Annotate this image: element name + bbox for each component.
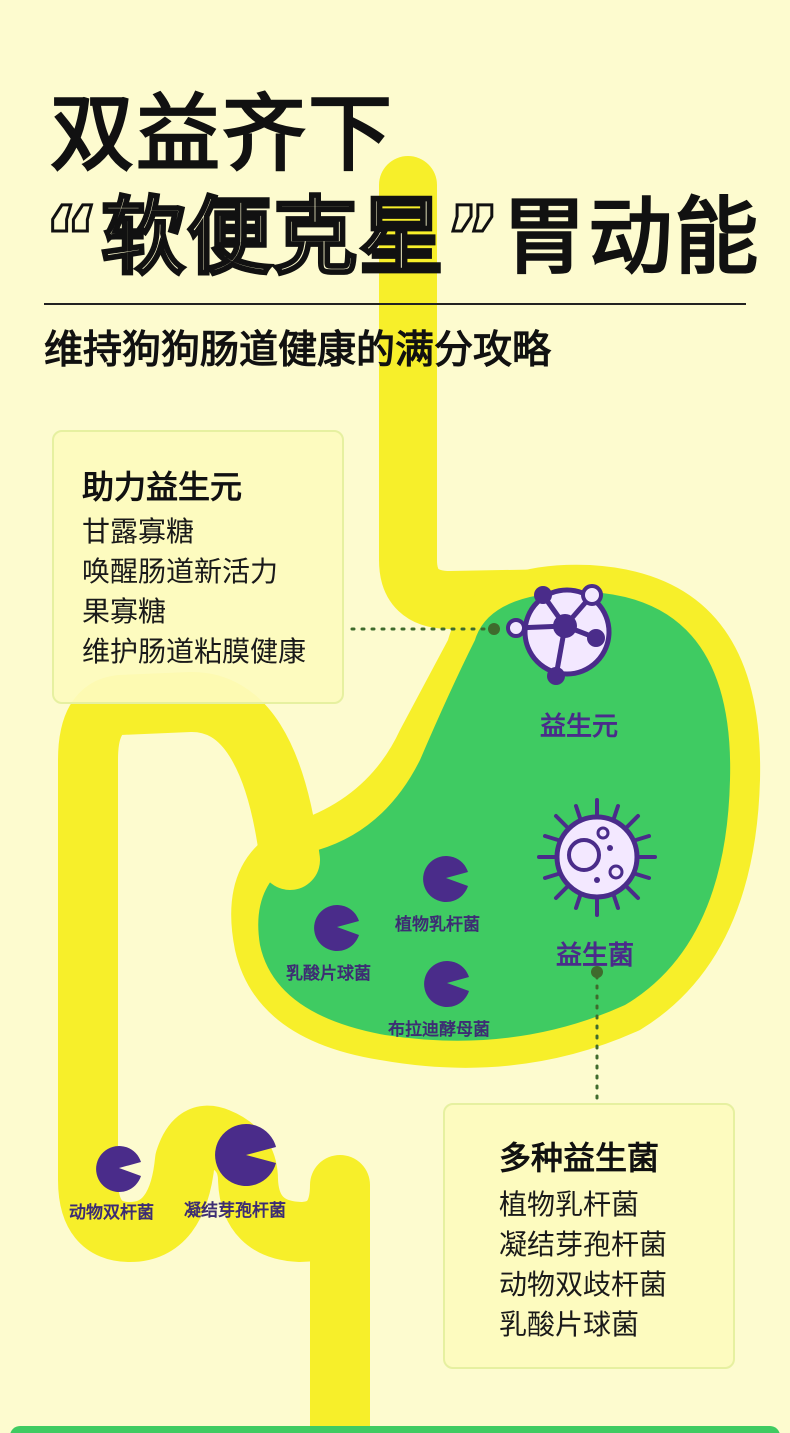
prebiotic-card: 助力益生元 甘露寡糖 唤醒肠道新活力 果寡糖 维护肠道粘膜健康 bbox=[52, 430, 344, 704]
prebiotic-card-list: 甘露寡糖 唤醒肠道新活力 果寡糖 维护肠道粘膜健康 bbox=[82, 512, 306, 672]
probiotic-card: 多种益生菌 植物乳杆菌 凝结芽孢杆菌 动物双歧杆菌 乳酸片球菌 bbox=[443, 1103, 735, 1369]
list-item: 动物双歧杆菌 bbox=[499, 1268, 668, 1301]
intestine-tube bbox=[58, 672, 370, 1433]
title-divider bbox=[44, 303, 746, 305]
list-item: 维护肠道粘膜健康 bbox=[82, 635, 307, 668]
list-item: 植物乳杆菌 bbox=[499, 1188, 640, 1221]
bacteria-plantarum-icon bbox=[423, 856, 468, 902]
bacteria-boulardii-icon bbox=[424, 960, 469, 1007]
probiotic-card-list: 植物乳杆菌 凝结芽孢杆菌 动物双歧杆菌 乳酸片球菌 bbox=[499, 1185, 667, 1345]
list-item: 甘露寡糖 bbox=[82, 515, 195, 548]
bacteria-bifido-label: 动物双杆菌 bbox=[69, 1203, 154, 1223]
title-quoted: “软便克星” bbox=[42, 188, 503, 286]
bacteria-bifido-icon bbox=[96, 1145, 141, 1192]
bacteria-coagulans-label: 凝结芽孢杆菌 bbox=[184, 1201, 286, 1221]
bacteria-pediococcus-icon bbox=[314, 905, 359, 952]
bottom-green-edge bbox=[10, 1426, 780, 1433]
germ-icon bbox=[537, 798, 657, 917]
bacteria-pediococcus-label: 乳酸片球菌 bbox=[286, 964, 371, 984]
probiotic-card-title: 多种益生菌 bbox=[499, 1139, 660, 1177]
list-item: 唤醒肠道新活力 bbox=[82, 555, 279, 588]
molecule-icon bbox=[506, 584, 612, 685]
bacteria-coagulans-icon bbox=[215, 1124, 276, 1186]
bacteria-boulardii-label: 布拉迪酵母菌 bbox=[388, 1020, 490, 1040]
probiotic-connector-dot bbox=[591, 966, 603, 978]
prebiotic-card-title: 助力益生元 bbox=[82, 468, 243, 506]
title-line-2: “软便克星”胃动能 bbox=[42, 194, 760, 281]
list-item: 乳酸片球菌 bbox=[499, 1308, 640, 1341]
stomach-body bbox=[258, 591, 731, 1041]
prebiotic-connector-dot bbox=[488, 623, 500, 635]
probiotic-label: 益生菌 bbox=[556, 941, 635, 971]
bacteria-plantarum-label: 植物乳杆菌 bbox=[395, 915, 480, 935]
title-line-1: 双益齐下 bbox=[50, 85, 395, 183]
page-subtitle: 维持狗狗肠道健康的满分攻略 bbox=[44, 328, 552, 373]
list-item: 凝结芽孢杆菌 bbox=[499, 1228, 668, 1261]
title-suffix: 胃动能 bbox=[502, 188, 761, 286]
prebiotic-label: 益生元 bbox=[540, 712, 619, 742]
esophagus-tube bbox=[379, 156, 589, 629]
list-item: 果寡糖 bbox=[82, 595, 167, 628]
